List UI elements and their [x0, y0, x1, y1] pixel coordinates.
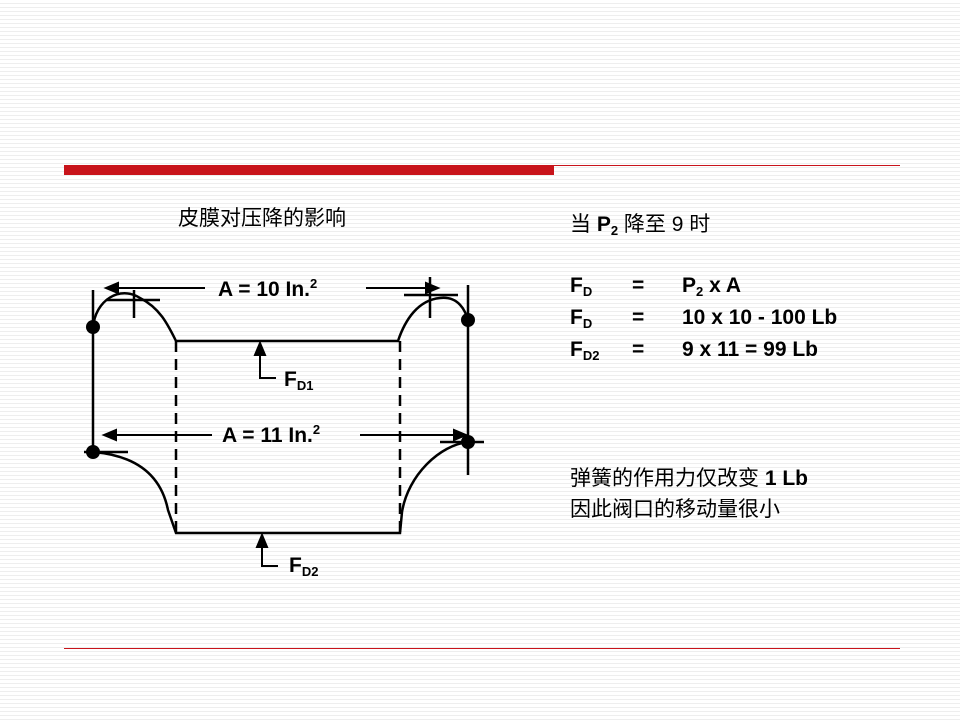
fd1-pointer-head [253, 340, 267, 356]
upper-left-pivot [86, 320, 100, 334]
area2-arrow-right-head [453, 428, 469, 442]
area2-arrow-left-head [101, 428, 117, 442]
upper-right-pivot [461, 313, 475, 327]
note-line-2: 因此阀口的移动量很小 [570, 498, 780, 521]
lower-right-pivot [461, 435, 475, 449]
area2-label: A = 11 In.2 [222, 422, 321, 447]
fd2-pointer [261, 542, 278, 567]
area1-arrow-left-head [103, 281, 119, 295]
diagram-title: 皮膜对压降的影响 [178, 207, 346, 230]
footer-thin-rule [64, 648, 900, 649]
equation-heading: 当 P2 降至 9 时 [570, 213, 711, 238]
header-thin-rule [554, 165, 900, 166]
fd1-pointer [259, 350, 276, 379]
area1-label: A = 10 In.2 [218, 276, 318, 301]
area1-arrow-right-head [425, 281, 441, 295]
header-red-bar [64, 165, 554, 175]
lower-diaphragm-outline [92, 440, 469, 535]
note-line-1: 弹簧的作用力仅改变 1 Lb [570, 467, 809, 490]
fd2-pointer-head [255, 532, 269, 548]
force-fd2-label: FD2 [289, 554, 319, 579]
force-fd1-label: FD1 [284, 368, 314, 393]
lower-left-pivot [86, 445, 100, 459]
